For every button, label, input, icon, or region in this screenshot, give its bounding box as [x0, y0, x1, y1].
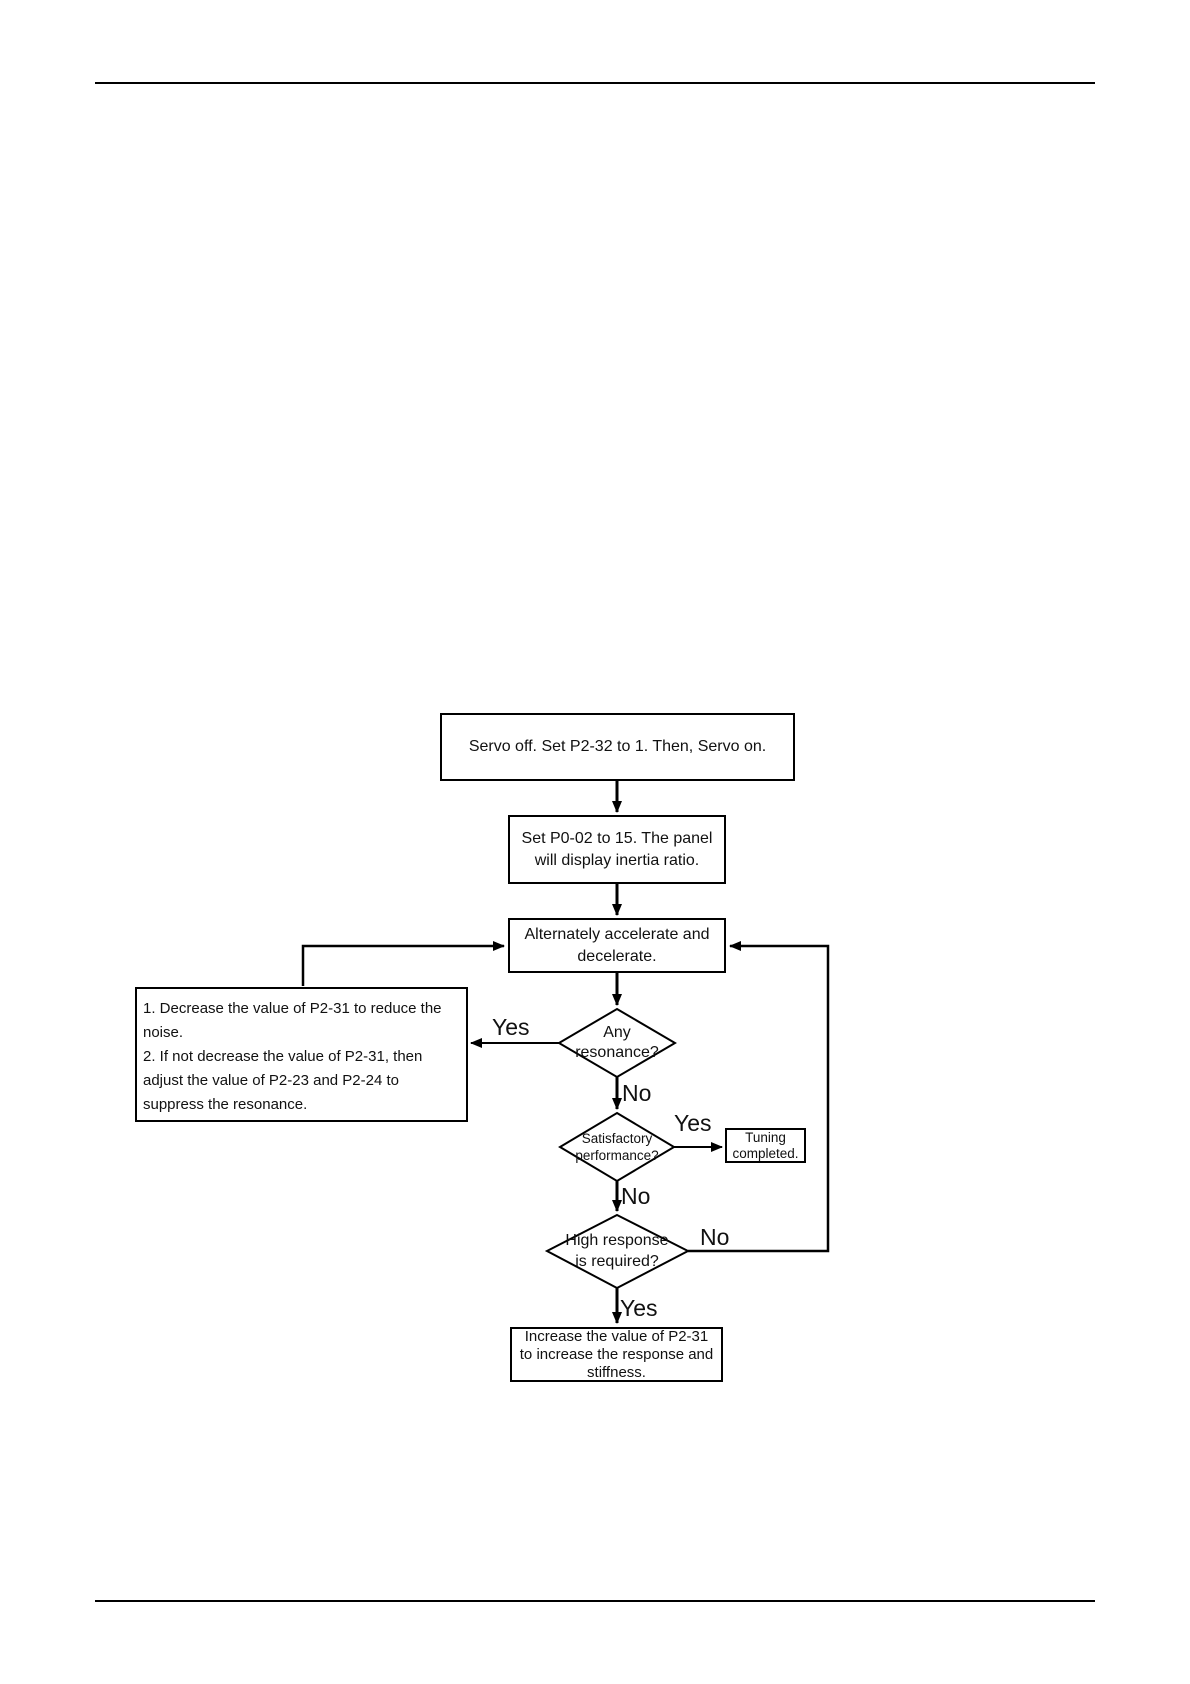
box-text-line: Alternately accelerate and — [524, 925, 710, 943]
feedback-reduce-to-accelerate — [301, 941, 505, 986]
box-text-line: Increase the value of P2-31 — [524, 1327, 709, 1345]
box-text-line: stiffness. — [587, 1363, 646, 1381]
flow-box-reduce-noise: 1. Decrease the value of P2-31 to reduce… — [135, 987, 468, 1122]
flow-box-accelerate: Alternately accelerate and decelerate. — [508, 918, 726, 973]
decision-text-line: High response — [565, 1232, 669, 1249]
footer-rule — [95, 1600, 1095, 1602]
box-text-line: adjust the value of P2-23 and P2-24 to — [143, 1072, 400, 1089]
feedback-highresponse-no-to-accelerate — [688, 941, 830, 1253]
decision-high-response-label: High response is required? — [547, 1230, 687, 1272]
box-text-line: Servo off. Set P2-32 to 1. Then, Servo o… — [468, 738, 767, 755]
decision-text-line: Satisfactory — [581, 1131, 653, 1146]
box-text-line: completed. — [732, 1145, 799, 1161]
decision-text-line: Any — [603, 1024, 631, 1041]
box-text-line: to increase the response and — [519, 1345, 714, 1363]
flow-box-servo-off: Servo off. Set P2-32 to 1. Then, Servo o… — [440, 713, 795, 781]
flow-box-increase-stiffness: Increase the value of P2-31 to increase … — [510, 1327, 723, 1382]
box-text-line: noise. — [143, 1024, 184, 1041]
box-text-line: Set P0-02 to 15. The panel — [521, 829, 713, 847]
decision-any-resonance-label: Any resonance? — [557, 1023, 677, 1063]
box-text-line: suppress the resonance. — [143, 1096, 308, 1113]
decision-text-line: performance? — [575, 1148, 659, 1163]
diamond-satisfactory-performance — [558, 1111, 676, 1183]
box-text-line: will display inertia ratio. — [534, 851, 700, 869]
branch-label-resonance-yes: Yes — [492, 1014, 530, 1040]
branch-label-resonance-no: No — [622, 1080, 652, 1106]
box-text-line: decelerate. — [577, 947, 657, 965]
diamond-any-resonance — [557, 1007, 677, 1079]
branch-label-high-response-yes: Yes — [620, 1295, 658, 1321]
decision-text-line: resonance? — [575, 1044, 659, 1061]
branch-label-high-response-no: No — [700, 1224, 730, 1250]
branch-label-satisfactory-no: No — [621, 1183, 651, 1209]
box-text-line: Tuning — [745, 1129, 786, 1145]
diamond-high-response — [544, 1213, 691, 1290]
branch-label-satisfactory-yes: Yes — [674, 1110, 712, 1136]
decision-satisfactory-label: Satisfactory performance? — [557, 1130, 677, 1164]
box-text-line: 2. If not decrease the value of P2-31, t… — [143, 1048, 423, 1065]
flow-box-panel-display: Set P0-02 to 15. The panel will display … — [508, 815, 726, 884]
flow-box-tuning-completed: Tuning completed. — [725, 1128, 806, 1163]
header-rule — [95, 82, 1095, 84]
decision-text-line: is required? — [575, 1253, 659, 1270]
box-text-line: 1. Decrease the value of P2-31 to reduce… — [143, 1000, 442, 1017]
